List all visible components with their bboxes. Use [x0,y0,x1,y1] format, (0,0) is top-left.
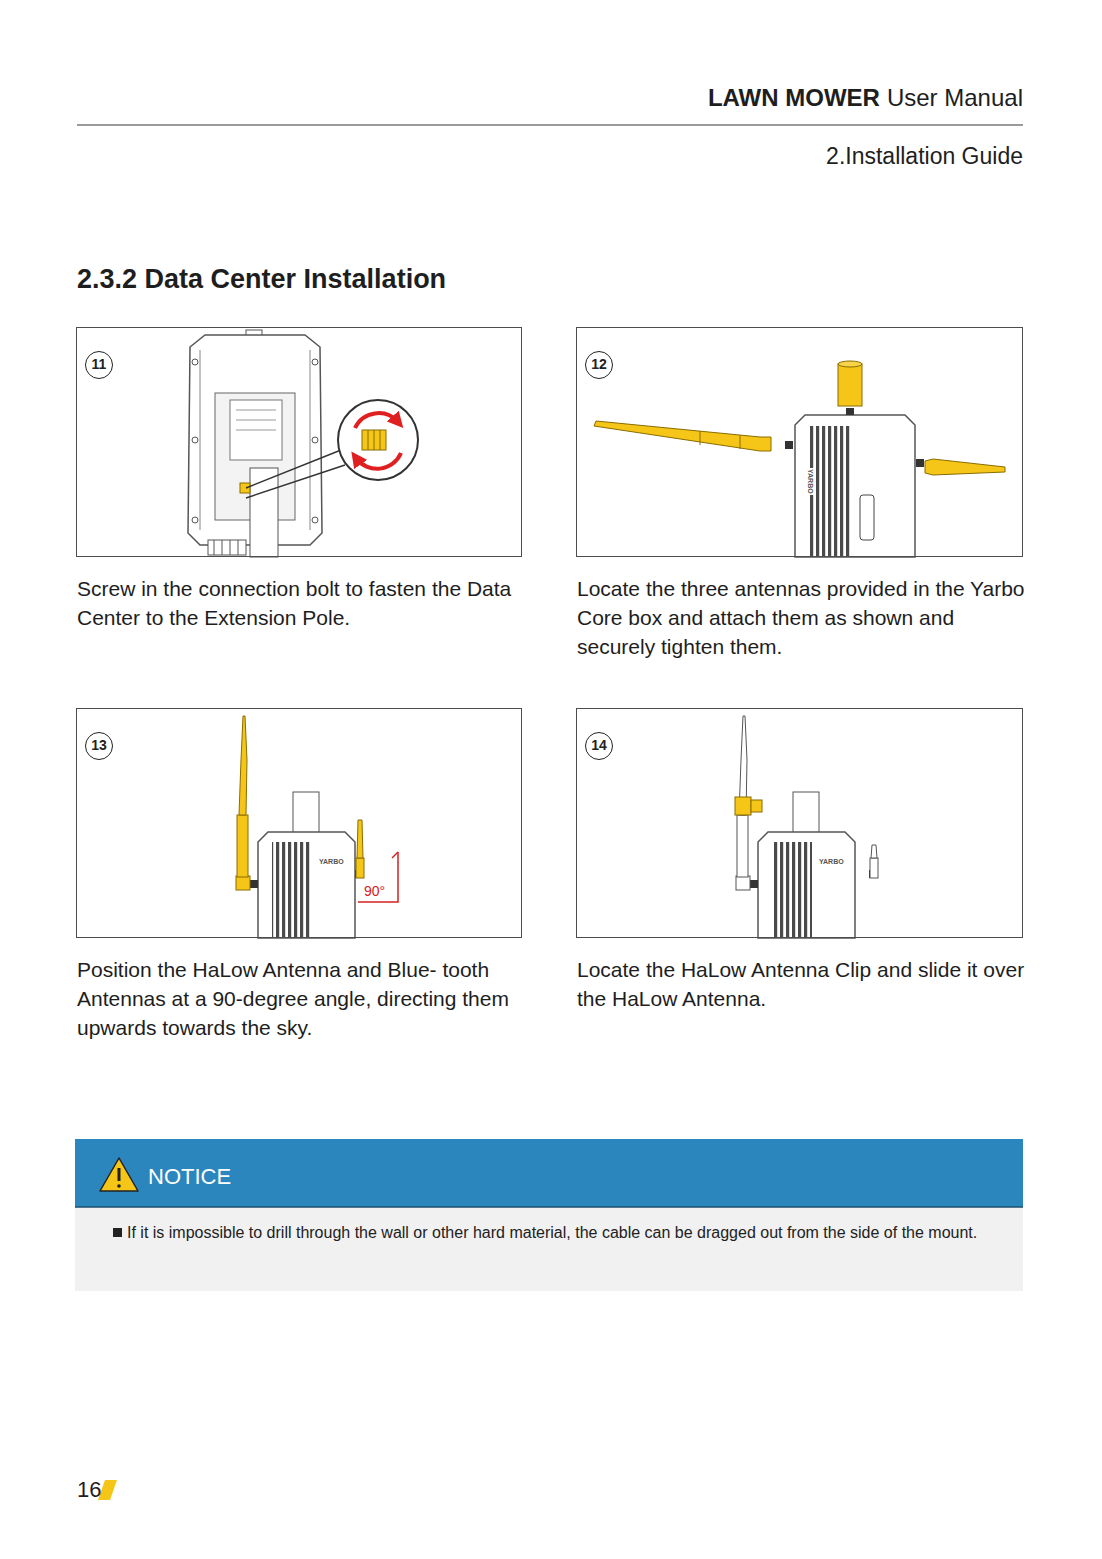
callout-number: 13 [85,732,113,760]
step-caption: Locate the three antennas provided in th… [577,574,1030,661]
data-center-illustration [192,359,198,365]
antenna-position-illustration [392,852,398,858]
notice-ground [75,1206,1023,1208]
data-center-illustration [355,413,398,428]
notice-box: NOTICE If it is impossible to drill throu… [75,1139,1023,1291]
antenna-position-illustration [356,858,364,878]
antenna-position-illustration [236,876,250,890]
antenna-attachment-illustration [594,421,771,451]
page-number: 16 [77,1477,101,1503]
antenna-attachment-illustration [785,441,793,449]
header-rule [77,124,1023,126]
notice-text: If it is impossible to drill through the… [127,1221,1007,1245]
antenna-clip-illustration [735,716,878,938]
antenna-clip-illustration [793,792,819,836]
antenna-attachment-illustration [700,431,701,445]
antenna-attachment-illustration [838,361,862,367]
antenna-position-illustration [236,716,398,938]
antenna-attachment-illustration [838,364,862,406]
device-brand: YARBO [318,858,345,866]
data-center-illustration [236,430,276,431]
notice-ground [113,1228,122,1237]
antenna-position-illustration [357,820,363,858]
antenna-position-illustration [250,880,258,888]
step-panel: 12Locate the three antennas provided in … [576,327,1023,557]
data-center-illustration [368,430,369,450]
antenna-position-illustration [237,815,248,877]
notice-ground [75,1139,1023,1291]
data-center-illustration [236,410,276,411]
data-center-illustration [200,350,201,530]
antenna-clip-illustration [735,797,751,815]
device-brand: YARBO [818,858,845,866]
notice-ground [100,1158,138,1191]
step-panel: 14Locate the HaLow Antenna Clip and slid… [576,708,1023,938]
antenna-attachment-illustration [740,435,741,449]
notice-ground [75,1207,1023,1291]
antenna-position-illustration [358,852,398,902]
callout-number: 12 [585,351,613,379]
data-center-illustration [374,430,375,450]
step-caption: Locate the HaLow Antenna Clip and slide … [577,955,1030,1013]
antenna-attachment-illustration [594,361,1005,557]
data-center-illustration [312,517,318,523]
step-caption: Position the HaLow Antenna and Blue- too… [77,955,529,1042]
notice-heading: NOTICE [148,1164,231,1190]
step-panel: 13Position the HaLow Antenna and Blue- t… [76,708,522,938]
antenna-attachment-illustration [860,495,874,540]
antenna-clip-illustration [871,845,877,858]
data-center-illustration [214,540,215,555]
antenna-position-illustration [258,832,355,938]
manual-title: User Manual [887,84,1023,113]
data-center-illustration [312,437,318,443]
callout-number: 11 [85,351,113,379]
section-title: 2.3.2 Data Center Installation [77,264,446,295]
data-center-illustration [230,540,231,555]
data-center-illustration [356,453,401,469]
angle-label: 90° [363,883,386,900]
antenna-clip-illustration [758,832,855,938]
antenna-attachment-illustration [925,459,1005,475]
step-caption: Screw in the connection bolt to fasten t… [77,574,529,632]
notice-ground [75,1139,1023,1207]
data-center-illustration [362,430,386,450]
data-center-illustration [230,400,282,460]
antenna-attachment-illustration [808,426,850,556]
data-center-illustration [246,465,345,498]
antenna-attachment-illustration [846,408,854,415]
data-center-illustration [338,400,418,480]
antenna-clip-illustration [750,880,758,888]
antenna-clip-illustration [751,800,762,812]
data-center-illustration [312,359,318,365]
antenna-clip-illustration [772,842,812,937]
notice-ground [118,1168,121,1181]
notice-ground [117,1184,121,1188]
antenna-clip-illustration [870,858,878,878]
antenna-attachment-illustration [916,459,924,467]
data-center-illustration [222,540,223,555]
data-center-illustration [380,430,381,450]
data-center-illustration [208,540,246,555]
antenna-position-illustration [293,792,319,836]
callout-number: 14 [585,732,613,760]
data-center-illustration [192,517,198,523]
antenna-clip-illustration [737,815,748,877]
data-center-illustration [238,540,239,555]
data-center-illustration [192,437,198,443]
step-panel: 11Screw in the connection bolt to fasten… [76,327,522,557]
antenna-attachment-illustration [795,415,915,557]
data-center-illustration [236,420,276,421]
data-center-illustration [310,350,311,530]
data-center-illustration [188,330,418,557]
chapter-name: 2.Installation Guide [826,143,1023,171]
device-brand: YARBO [806,468,814,495]
manual-title: LAWN MOWER [708,84,880,113]
data-center-illustration [240,483,250,493]
antenna-position-illustration [239,716,247,815]
antenna-clip-illustration [736,876,750,890]
antenna-position-illustration [272,842,312,937]
